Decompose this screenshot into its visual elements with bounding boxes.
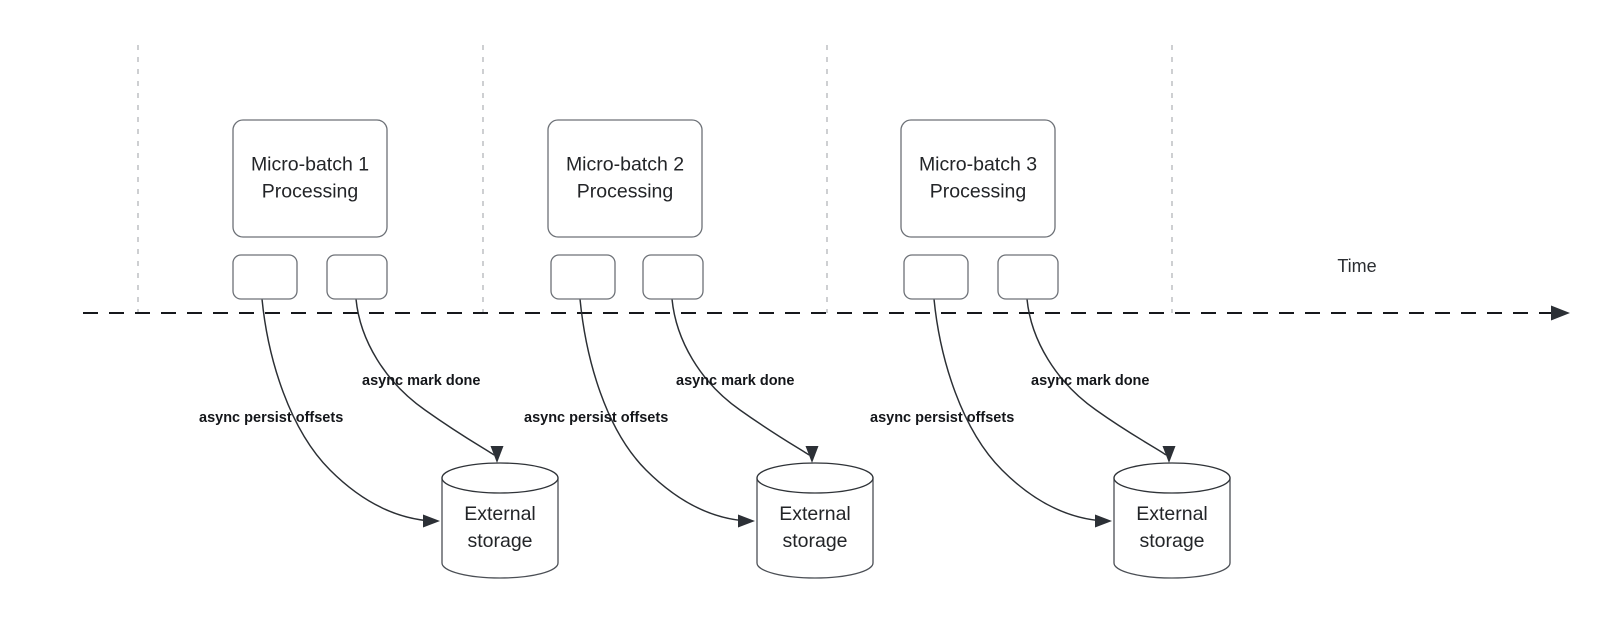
micro-batch-box-label-line1-1: Micro-batch 1 [251, 154, 369, 176]
external-storage-top-1 [441, 462, 559, 494]
time-axis-label: Time [1337, 256, 1376, 276]
async-mark-done-edge-arrowhead-1 [490, 446, 504, 463]
timeline-layer: Time [83, 256, 1570, 321]
edge-label-layer: async persist offsets async mark done asyn… [199, 373, 1149, 426]
async-mark-done-edge-label-1: async mark done [362, 373, 480, 389]
micro-batch-box-1[interactable] [232, 119, 388, 238]
external-storage-body-1[interactable] [441, 477, 559, 579]
micro-batch-box-label-line1-2: Micro-batch 2 [566, 154, 684, 176]
micro-batch-box-label-line2-3: Processing [930, 181, 1026, 203]
external-storage-label-line2-3: storage [1139, 530, 1204, 552]
external-storage-label-line1-3: External [1136, 503, 1208, 525]
arrow-right-icon [1551, 305, 1570, 321]
async-mark-done-edge-3 [1026, 298, 1167, 456]
tick-line-layer [137, 45, 1173, 313]
async-mark-done-edge-2 [671, 298, 810, 456]
async-persist-offsets-edge-arrowhead-2 [738, 514, 755, 528]
micro-batch-box-3[interactable] [900, 119, 1056, 238]
external-storage-label-line1-1: External [464, 503, 536, 525]
external-storage-body-2[interactable] [756, 477, 874, 579]
edge-layer [261, 298, 1176, 528]
async-persist-offsets-edge-1 [261, 298, 433, 522]
persist-offsets-task-2[interactable] [550, 254, 616, 300]
external-storage-top-3 [1113, 462, 1231, 494]
micro-batch-box-label-line1-3: Micro-batch 3 [919, 154, 1037, 176]
async-persist-offsets-edge-label-1: async persist offsets [199, 410, 343, 426]
async-persist-offsets-edge-2 [579, 298, 748, 522]
micro-batch-box-label-line2-1: Processing [262, 181, 358, 203]
async-mark-done-edge-arrowhead-2 [805, 446, 819, 463]
async-persist-offsets-edge-label-2: async persist offsets [524, 410, 668, 426]
mark-done-task-3[interactable] [997, 254, 1059, 300]
persist-offsets-task-3[interactable] [903, 254, 969, 300]
micro-batch-box-2[interactable] [547, 119, 703, 238]
async-persist-offsets-edge-3 [933, 298, 1105, 522]
external-storage-label-line1-2: External [779, 503, 851, 525]
external-storage-label-line2-1: storage [467, 530, 532, 552]
persist-offsets-task-1[interactable] [232, 254, 298, 300]
async-persist-offsets-edge-arrowhead-1 [423, 514, 440, 528]
external-storage-body-3[interactable] [1113, 477, 1231, 579]
async-mark-done-edge-1 [355, 298, 495, 456]
async-mark-done-edge-label-3: async mark done [1031, 373, 1149, 389]
external-storage-top-2 [756, 462, 874, 494]
mark-done-task-1[interactable] [326, 254, 388, 300]
external-storage-label-line2-2: storage [782, 530, 847, 552]
micro-batch-box-label-line2-2: Processing [577, 181, 673, 203]
async-persist-offsets-edge-label-3: async persist offsets [870, 410, 1014, 426]
async-mark-done-edge-label-2: async mark done [676, 373, 794, 389]
async-persist-offsets-edge-arrowhead-3 [1095, 514, 1112, 528]
mark-done-task-2[interactable] [642, 254, 704, 300]
async-mark-done-edge-arrowhead-3 [1162, 446, 1176, 463]
